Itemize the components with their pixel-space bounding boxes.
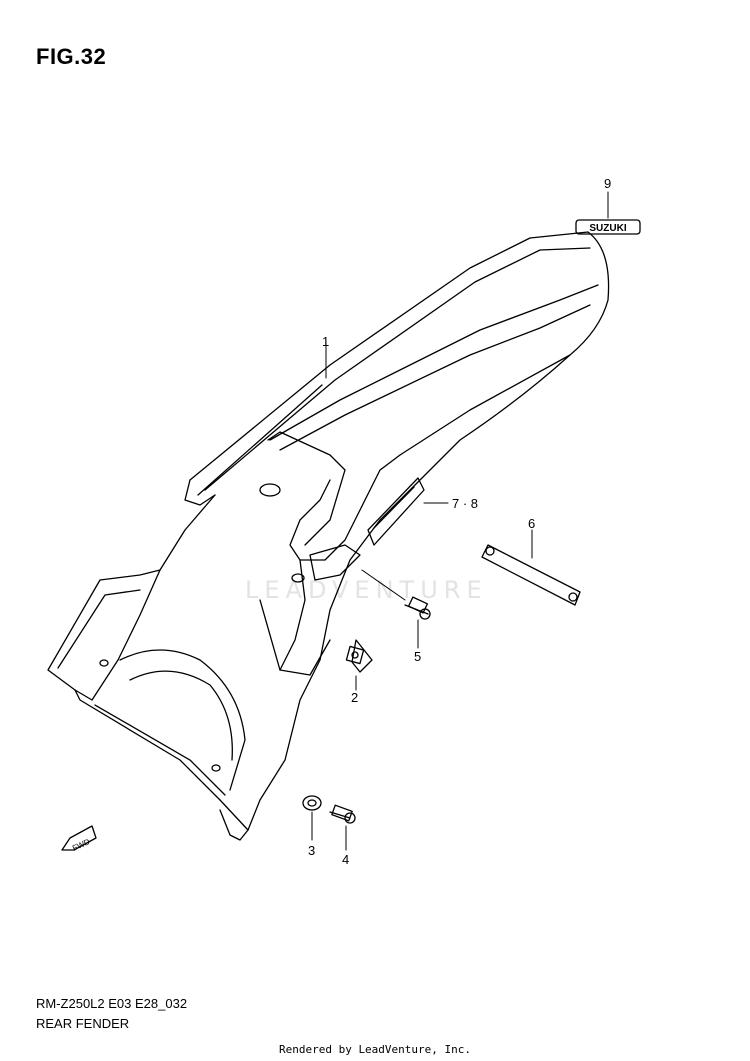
- callout-4[interactable]: 4: [342, 852, 350, 867]
- fwd-label: FWD: [71, 837, 92, 853]
- rendered-by-credit: Rendered by LeadVenture, Inc.: [278, 1043, 472, 1056]
- callout-6[interactable]: 6: [528, 516, 536, 531]
- side-decal-part[interactable]: [367, 477, 425, 546]
- callout-1[interactable]: 1: [322, 334, 330, 349]
- callout-2[interactable]: 2: [351, 690, 359, 705]
- nut-3-part[interactable]: [302, 795, 322, 811]
- fwd-arrow-icon: [61, 825, 97, 851]
- callout-7-8[interactable]: 7 · 8: [452, 496, 479, 511]
- model-code: RM-Z250L2 E03 E28_032: [36, 996, 188, 1011]
- strap-6-part[interactable]: [481, 544, 581, 606]
- figure-title: FIG.32: [36, 44, 107, 69]
- callout-9[interactable]: 9: [604, 176, 612, 191]
- section-name: REAR FENDER: [36, 1016, 130, 1031]
- bolt-4-part[interactable]: [329, 804, 356, 824]
- suzuki-decal-part[interactable]: [575, 219, 641, 235]
- nut-2-part[interactable]: [345, 645, 365, 665]
- suzuki-decal-text: SUZUKI: [589, 223, 626, 234]
- rear-fender-part[interactable]: [47, 231, 610, 841]
- callout-5[interactable]: 5: [414, 649, 422, 664]
- callout-3[interactable]: 3: [308, 843, 316, 858]
- bolt-5-part[interactable]: [404, 596, 431, 620]
- watermark: LEADVENTURE: [245, 576, 488, 604]
